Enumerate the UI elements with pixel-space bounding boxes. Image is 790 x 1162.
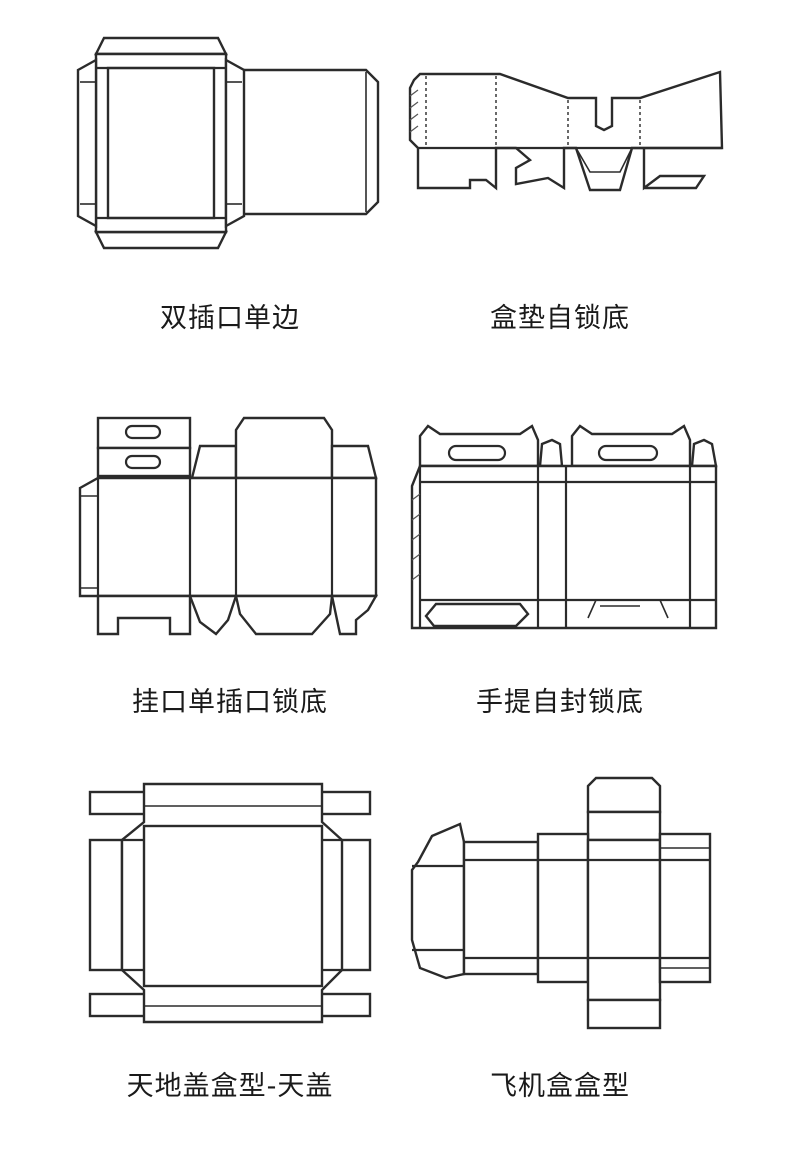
dieline-lid-base-box-lid	[88, 782, 372, 1024]
dieline-pad-auto-lock-bottom	[408, 70, 724, 192]
caption-handle-self-seal-lock-bottom: 手提自封锁底	[476, 687, 644, 718]
caption-double-tuck-single-side: 双插口单边	[160, 303, 300, 334]
caption-lid-base-box-lid: 天地盖盒型-天盖	[126, 1071, 334, 1102]
caption-hang-tab-single-tuck-lock-bottom: 挂口单插口锁底	[132, 687, 328, 718]
dieline-double-tuck-single-side	[76, 36, 380, 250]
caption-pad-auto-lock-bottom: 盒垫自锁底	[490, 303, 630, 334]
dieline-hang-tab-single-tuck-lock-bottom	[78, 416, 379, 636]
dieline-handle-self-seal-lock-bottom	[410, 424, 718, 630]
caption-mailer-box: 飞机盒盒型	[490, 1071, 630, 1102]
dieline-mailer-box	[410, 776, 712, 1030]
